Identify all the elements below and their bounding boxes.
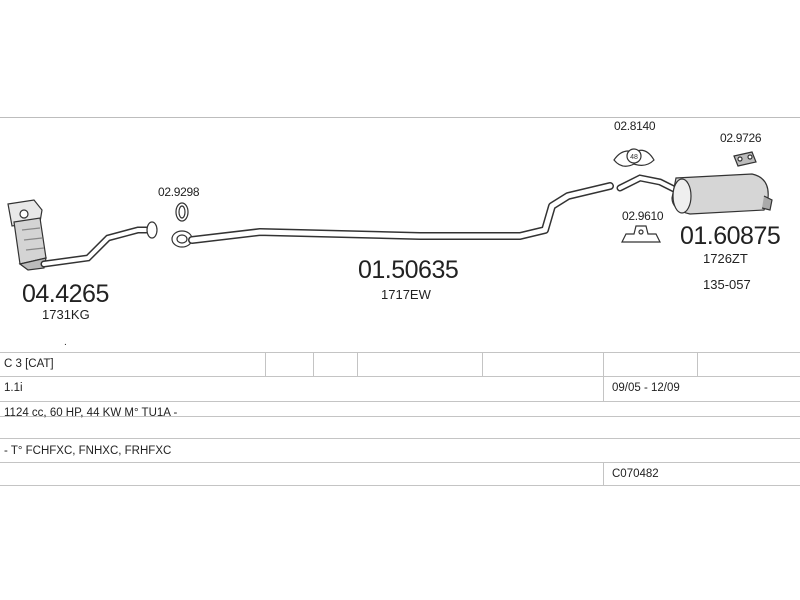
row-divider (0, 416, 800, 417)
col-divider (265, 352, 266, 376)
rubber-48-code: 02.8140 (614, 119, 656, 133)
middle-pipe-ref: 1717EW (381, 287, 431, 302)
application-table: C 3 [CAT] 1.1i 09/05 - 12/09 1124 cc, 60… (0, 352, 800, 488)
bracket-drawing (621, 225, 661, 243)
flange-drawing (171, 230, 193, 248)
middle-pipe-code: 01.50635 (358, 256, 459, 284)
catalyst-code: 04.4265 (22, 280, 109, 308)
spec-cell: 1124 cc, 60 HP, 44 KW M° TU1A - (4, 407, 178, 419)
rear-silencer-drawing (616, 173, 773, 215)
col-divider (482, 352, 483, 376)
exhaust-drawing: 48 (7, 148, 773, 271)
rear-silencer-code: 01.60875 (680, 222, 781, 250)
engine-cell: 1.1i (4, 382, 23, 394)
ref-code-cell: C070482 (612, 468, 659, 480)
row-divider (0, 485, 800, 486)
rubber-48-drawing: 48 (613, 148, 655, 167)
row-divider (0, 352, 800, 353)
col-divider (357, 352, 358, 376)
types-cell: - T° FCHFXC, FNHXC, FRHFXC (4, 445, 172, 457)
col-divider (697, 352, 698, 376)
rear-silencer-ref2: 135-057 (703, 277, 751, 292)
rubber-small-code: 02.9726 (720, 131, 762, 145)
col-divider (313, 352, 314, 376)
row-divider (0, 438, 800, 439)
top-rule (0, 117, 800, 118)
exhaust-diagram: 48 . 04.4265 1731KG 02.9298 01.50635 171… (0, 118, 800, 358)
model-cell: C 3 [CAT] (4, 358, 54, 370)
rear-silencer-ref: 1726ZT (703, 251, 748, 266)
catalyst-drawing (7, 199, 47, 271)
catalyst-dot: . (64, 337, 67, 348)
col-divider (603, 462, 604, 485)
ring-mount-drawing (175, 202, 189, 222)
dates-cell: 09/05 - 12/09 (612, 382, 680, 394)
row-divider (0, 376, 800, 377)
row-divider (0, 401, 800, 402)
rubber-small-drawing (733, 151, 757, 167)
mount-front-code: 02.9298 (158, 185, 200, 199)
catalyst-ref: 1731KG (42, 307, 90, 322)
svg-text:48: 48 (630, 154, 638, 161)
bracket-code: 02.9610 (622, 209, 664, 223)
row-divider (0, 462, 800, 463)
col-divider (603, 352, 604, 401)
